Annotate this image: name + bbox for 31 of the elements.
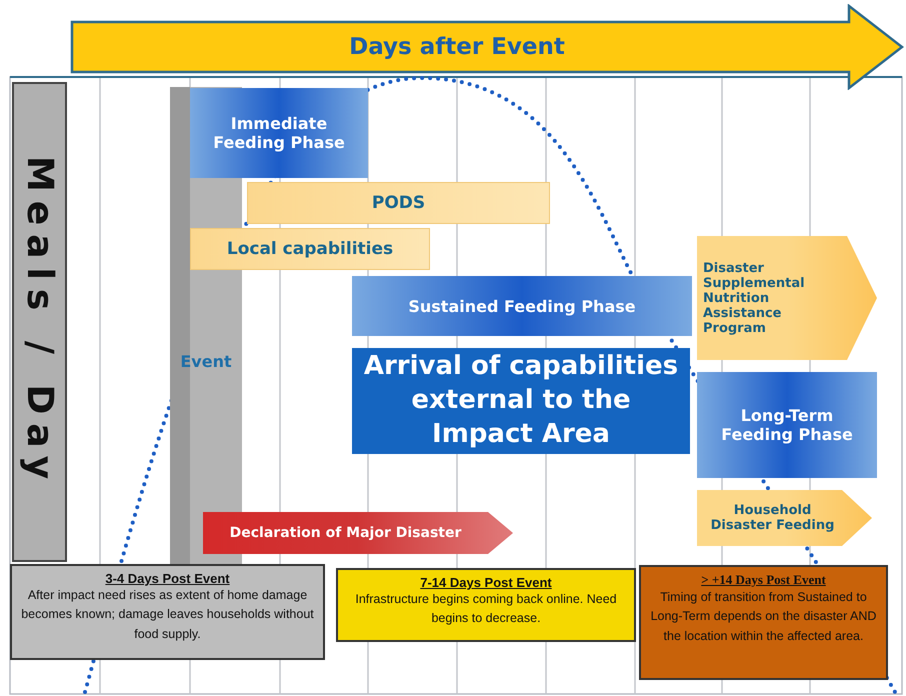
phase-box <box>190 88 368 178</box>
capability-bar <box>247 182 550 224</box>
phase-label: Sustained Feeding Phase <box>408 296 636 316</box>
declaration-banner <box>203 512 513 554</box>
note-box <box>639 565 888 680</box>
program-label: Household Disaster Feeding <box>710 503 836 533</box>
declaration-label: Declaration of Major Disaster <box>230 525 462 541</box>
event-label: Event <box>180 352 232 371</box>
program-banner <box>697 490 872 546</box>
axis-bar <box>12 82 67 562</box>
note-heading: 7-14 Days Post Event <box>420 575 552 590</box>
capability-label: Local capabilities <box>226 239 394 259</box>
note-text: Infrastructure begins coming back online. Need begins to decrease. <box>354 591 618 628</box>
program-banner <box>697 236 877 360</box>
timeline-label: Days after Event <box>349 34 565 60</box>
capability-bar <box>190 228 430 270</box>
arrival-label: Arrival of capabilities external to the Impact Area <box>362 350 680 451</box>
program-label: Disaster Supplemental Nutrition Assistance Program <box>703 260 806 336</box>
note-text: Timing of transition from Sustained to Long-Term depends on the disaster AND the location within the affected area. <box>650 589 878 645</box>
timeline-arrow <box>70 4 904 90</box>
note-text: After impact need rises as extent of home damage becomes known; damage leaves households without food supply. <box>20 587 315 643</box>
phase-label: Long-Term Feeding Phase <box>720 406 854 444</box>
phase-box <box>352 276 692 336</box>
note-heading: > +14 Days Post Event <box>701 572 826 588</box>
note-box <box>10 564 325 660</box>
note-heading: 3-4 Days Post Event <box>105 571 230 586</box>
phase-label: Immediate Feeding Phase <box>212 114 346 152</box>
axis-label: Meals / Day <box>19 156 60 488</box>
note-box <box>336 568 636 642</box>
capability-label: PODS <box>372 193 426 213</box>
phase-box <box>697 372 877 478</box>
